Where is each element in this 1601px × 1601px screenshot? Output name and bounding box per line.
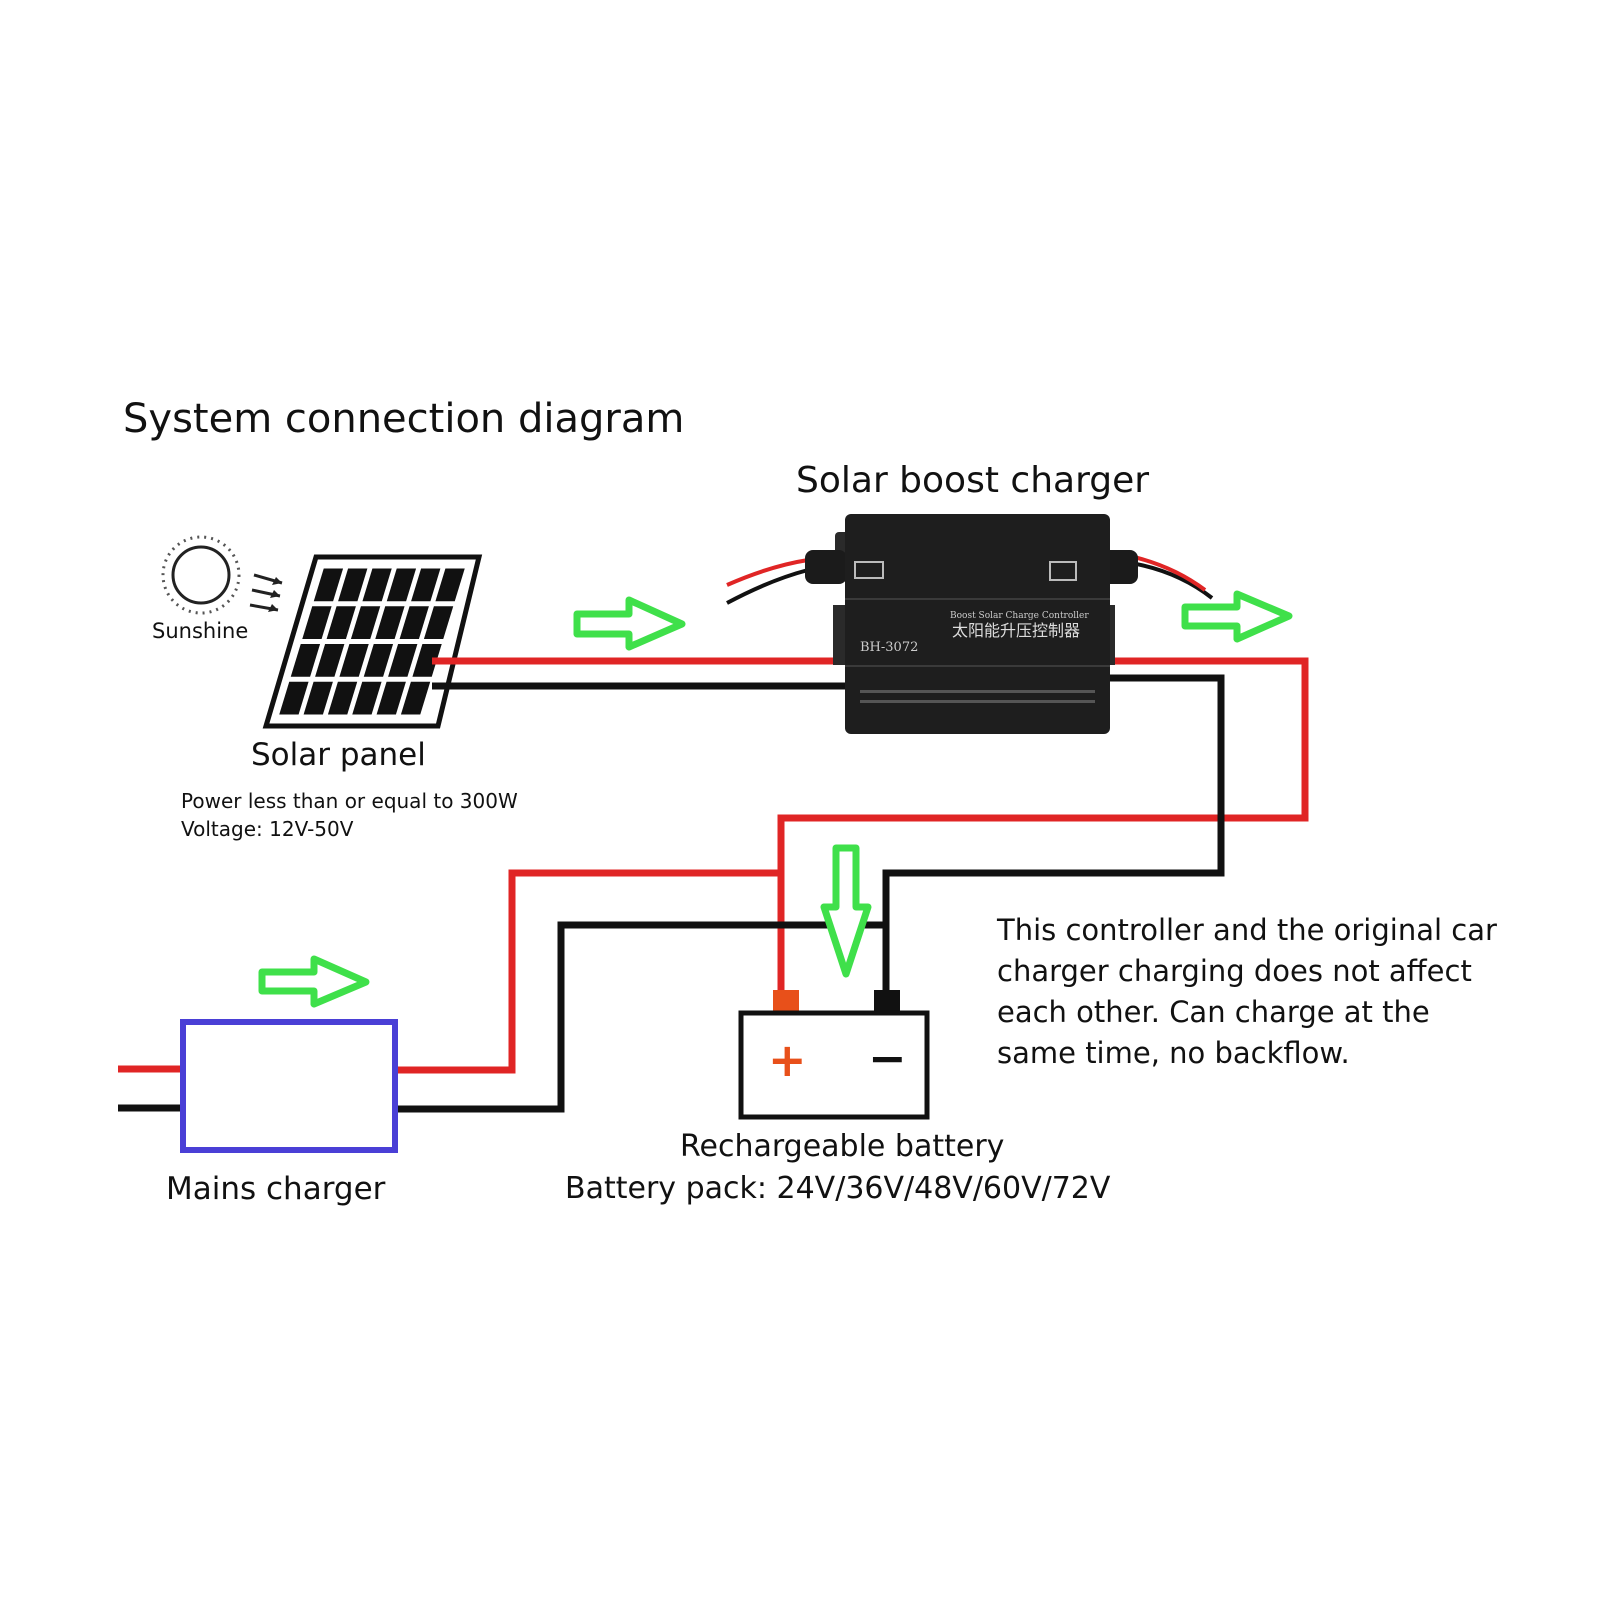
- solar-cell: [388, 644, 418, 677]
- solar-cell: [339, 644, 369, 677]
- solar-cell: [400, 681, 431, 715]
- solar-panel-label: Solar panel: [251, 737, 426, 773]
- solar-cell: [326, 606, 356, 639]
- solar-cell: [363, 644, 394, 677]
- solar-cell: [423, 606, 454, 639]
- solar-cell: [352, 681, 382, 715]
- battery-minus-symbol: −: [868, 1031, 907, 1085]
- solar-boost-charger-label: Solar boost charger: [796, 460, 1150, 501]
- note-line: same time, no backflow.: [997, 1036, 1350, 1070]
- device-name-cn: 太阳能升压控制器: [952, 621, 1081, 640]
- mains-charger-label: Mains charger: [166, 1171, 386, 1207]
- compatibility-note: This controller and the original car cha…: [997, 910, 1497, 1074]
- flow-arrow-solar: [573, 596, 686, 651]
- battery-pack-label: Battery pack: 24V/36V/48V/60V/72V: [565, 1171, 1111, 1206]
- note-line: charger charging does not affect: [997, 954, 1472, 988]
- solar-cell: [375, 606, 405, 639]
- solar-cell: [350, 606, 381, 639]
- solar-panel-voltage-spec: Voltage: 12V-50V: [181, 817, 354, 841]
- battery-label: Rechargeable battery: [680, 1129, 1005, 1164]
- solar-cell: [411, 568, 441, 602]
- solar-cell: [315, 644, 345, 677]
- solar-cell: [279, 681, 309, 715]
- solar-panel-power-spec: Power less than or equal to 300W: [181, 789, 518, 813]
- note-line: This controller and the original car: [997, 913, 1497, 947]
- solar-cell: [386, 568, 417, 602]
- solar-cell: [302, 606, 332, 639]
- solar-cell: [338, 568, 368, 602]
- solar-cell: [362, 568, 392, 602]
- solar-cell: [303, 681, 333, 715]
- flow-arrow-charger-out: [1181, 590, 1293, 643]
- negative-wires: [118, 558, 1225, 1113]
- battery-plus-symbol: +: [768, 1033, 807, 1087]
- solar-boost-charger-device: [805, 514, 1138, 734]
- sun-icon: [161, 535, 283, 615]
- solar-cell: [376, 681, 406, 715]
- flow-arrow-mains: [258, 955, 370, 1008]
- device-name-en: Boost Solar Charge Controller: [950, 611, 1089, 621]
- solar-cell: [435, 568, 465, 602]
- solar-cell: [327, 681, 358, 715]
- flow-arrow-battery: [820, 844, 872, 978]
- solar-cell: [412, 644, 442, 677]
- flow-arrows: [258, 590, 1293, 1008]
- page-title: System connection diagram: [123, 396, 685, 442]
- mains-charger-box: [180, 1019, 398, 1153]
- positive-wires: [118, 657, 1309, 1074]
- solar-cell: [399, 606, 429, 639]
- device-model: BH-3072: [860, 640, 919, 655]
- solar-cell: [290, 644, 321, 677]
- battery-icon: [738, 990, 930, 1120]
- solar-panel-icon: [262, 554, 483, 729]
- solar-cell: [313, 568, 344, 602]
- sunshine-label: Sunshine: [152, 619, 249, 643]
- note-line: each other. Can charge at the: [997, 995, 1430, 1029]
